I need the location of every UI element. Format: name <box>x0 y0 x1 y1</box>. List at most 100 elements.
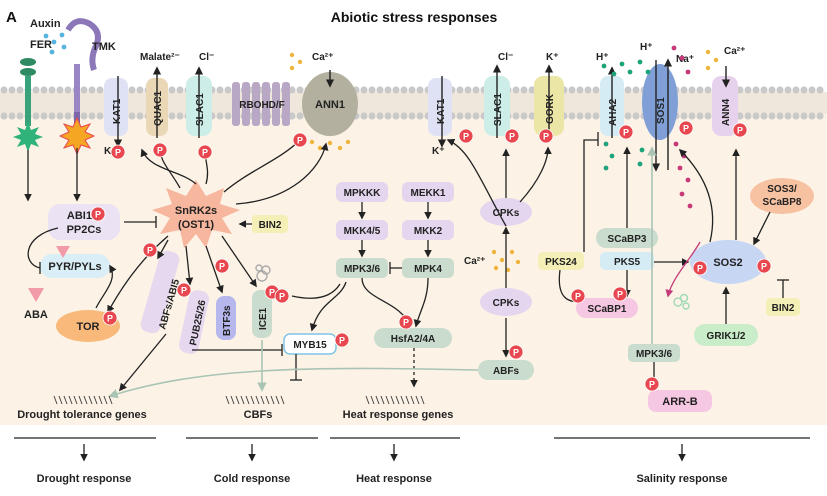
dna-strand <box>245 395 250 405</box>
lipid-head <box>816 112 824 120</box>
lipid-head <box>368 86 376 94</box>
lipid-head <box>56 112 64 120</box>
phospho-label: P <box>403 318 409 328</box>
lipid-head <box>40 112 48 120</box>
phospho-label: P <box>697 264 703 274</box>
phospho-label: P <box>761 262 767 272</box>
mpk36-node-2 <box>628 344 680 362</box>
lipid-head <box>520 86 528 94</box>
grik-label: GRIK1/2 <box>707 331 746 342</box>
phospho-circle <box>176 282 192 298</box>
lipid-head <box>632 86 640 94</box>
lipid-head <box>368 112 376 120</box>
chloride-label-2: Cl⁻ <box>498 52 513 63</box>
phospho-circle <box>90 206 106 222</box>
bin2-node <box>252 215 288 233</box>
mkk2-node <box>402 220 454 240</box>
phospho-label: P <box>107 314 113 324</box>
chloride-label-1: Cl⁻ <box>199 52 214 63</box>
dna-strand <box>83 395 88 405</box>
salinity-response-label: Salinity response <box>636 473 727 485</box>
phospho-circle <box>644 376 660 392</box>
dna-strand <box>380 395 385 405</box>
phospho-label: P <box>181 286 187 296</box>
dna-icons <box>53 395 425 405</box>
ann4-label: ANN4 <box>721 98 732 126</box>
potassium-label-1: K⁺ <box>104 146 117 157</box>
auxin-label: Auxin <box>30 18 61 30</box>
lipid-head <box>416 86 424 94</box>
lipid-head <box>64 86 72 94</box>
pyr-node <box>40 254 110 278</box>
lipid-head <box>376 112 384 120</box>
dna-strand <box>225 395 230 405</box>
sos2-node <box>690 240 766 284</box>
lipid-head <box>736 86 744 94</box>
lipid-head <box>48 112 56 120</box>
phospho-circle <box>214 258 230 274</box>
ann1-channel <box>302 72 358 136</box>
heat-genes-label: Heat response genes <box>343 409 454 421</box>
btf-label: BTF3s <box>222 305 233 336</box>
potassium-label-3: K⁺ <box>432 146 445 157</box>
dna-strand <box>420 395 425 405</box>
gork-label: GORK <box>545 93 556 124</box>
sos1-antiporter <box>642 64 678 140</box>
auxin-dots <box>43 32 67 55</box>
lipid-head <box>216 112 224 120</box>
lipid-head <box>696 86 704 94</box>
phospho-label: P <box>737 126 743 136</box>
fer-label: FER <box>30 39 52 51</box>
mkk45-label: MKK4/5 <box>344 226 381 237</box>
scabp3-label: SCaBP3 <box>608 234 647 245</box>
mkk2-label: MKK2 <box>414 226 443 237</box>
ice1-label: ICE1 <box>258 307 269 330</box>
phospho-circle <box>504 128 520 144</box>
cold-response-label: Cold response <box>214 473 290 485</box>
mekk1-label: MEKK1 <box>410 188 445 199</box>
phospho-circle <box>570 288 586 304</box>
heat-response-label: Heat response <box>356 473 432 485</box>
dna-strand <box>390 395 395 405</box>
phospho-circle <box>692 260 708 276</box>
lipid-head <box>768 112 776 120</box>
phospho-circle <box>398 314 414 330</box>
lipid-head <box>776 112 784 120</box>
lipid-head <box>680 112 688 120</box>
lipid-head <box>624 112 632 120</box>
lipid-head <box>568 112 576 120</box>
phospho-label: P <box>202 148 208 158</box>
phospho-label: P <box>269 288 275 298</box>
lipid-head <box>568 86 576 94</box>
lipid-head <box>392 86 400 94</box>
lipid-head <box>360 112 368 120</box>
arrb-node <box>648 390 712 412</box>
phospho-circle <box>458 128 474 144</box>
transport-arrows-left <box>113 66 335 148</box>
dna-strand <box>265 395 270 405</box>
lipid-head <box>816 86 824 94</box>
phospho-label: P <box>279 292 285 302</box>
pyr-label: PYR/PYLs <box>48 261 101 273</box>
pks24-label: PKS24 <box>545 257 577 268</box>
dna-strand <box>78 395 83 405</box>
lipid-head <box>760 86 768 94</box>
phospho-label: P <box>509 132 515 142</box>
pks5-label: PKS5 <box>614 257 641 268</box>
lipid-head <box>592 86 600 94</box>
dna-strand <box>400 395 405 405</box>
lipid-head <box>704 112 712 120</box>
phospho-circle <box>618 124 634 140</box>
dna-strand <box>260 395 265 405</box>
mpkkk-label: MPKKK <box>344 188 381 199</box>
myb15-label: MYB15 <box>293 340 327 351</box>
phospho-label: P <box>683 124 689 134</box>
fer-star <box>13 122 43 152</box>
lipid-head <box>176 112 184 120</box>
dna-strand <box>230 395 235 405</box>
lipid-head <box>0 112 8 120</box>
dna-strand <box>68 395 73 405</box>
lipid-head <box>576 86 584 94</box>
slac1-label: SLAC1 <box>195 93 206 126</box>
sos1-label: SOS1 <box>656 97 667 124</box>
